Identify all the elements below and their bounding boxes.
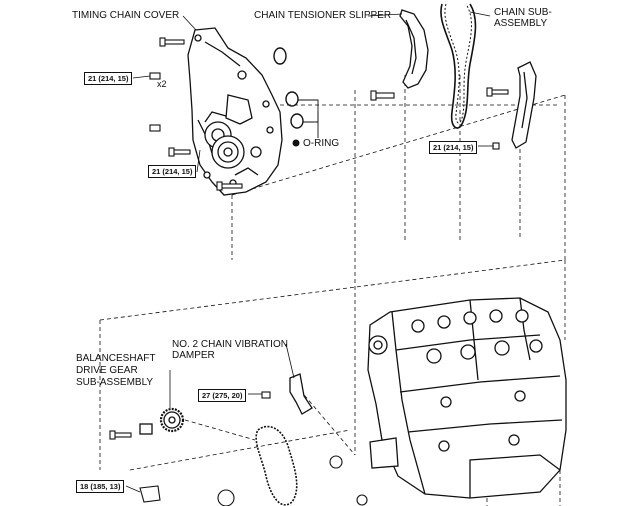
torque-spec-slipper-bolt: 21 (214, 15) [429, 141, 478, 154]
cover-bolts [149, 37, 243, 191]
label-balanceshaft-line2: DRIVE GEAR [76, 365, 138, 376]
water-pump [204, 111, 245, 169]
timing-chain [440, 3, 477, 129]
chain-guide [511, 61, 537, 149]
label-balanceshaft-line1: BALANCESHAFT [76, 353, 156, 364]
o-ring-leader [298, 99, 319, 138]
balanceshaft-chain [255, 425, 298, 506]
label-no2-damper-line1: NO. 2 CHAIN VIBRATION [172, 339, 288, 350]
label-timing-chain-cover: TIMING CHAIN COVER [72, 10, 180, 21]
dashed-guide-lines [99, 75, 566, 506]
guide-bolts [486, 87, 509, 150]
o-ring-bullet [292, 139, 300, 147]
torque-spec-cover-bolt-b: 21 (214, 15) [148, 165, 197, 178]
torque-spec-gear-bolt: 18 (185, 13) [76, 480, 125, 493]
label-chain-sub-assembly-line2: ASSEMBLY [494, 18, 548, 29]
slipper-bolt [370, 90, 395, 101]
label-o-ring: O-RING [303, 138, 340, 149]
torque-spec-damper-bolt: 27 (275, 20) [198, 389, 247, 402]
label-chain-sub-assembly-line1: CHAIN SUB- [494, 7, 552, 18]
lower-parts [139, 455, 368, 506]
leader-lines [125, 11, 494, 493]
o-rings [273, 47, 304, 129]
label-quantity-x2: x2 [157, 79, 167, 89]
damper-bolt [261, 391, 271, 399]
balanceshaft-drive-gear [139, 407, 185, 435]
timing-chain-cover [187, 27, 283, 196]
label-no2-damper-line2: DAMPER [172, 350, 215, 361]
engine-block [367, 297, 567, 499]
chain-tensioner-slipper [399, 9, 429, 89]
no2-chain-vibration-damper [289, 373, 313, 415]
label-chain-tensioner-slipper: CHAIN TENSIONER SLIPPER [254, 10, 392, 21]
gear-bolt [109, 430, 132, 440]
torque-spec-cover-bolt-a: 21 (214, 15) [84, 72, 133, 85]
label-balanceshaft-line3: SUB-ASSEMBLY [76, 377, 154, 388]
